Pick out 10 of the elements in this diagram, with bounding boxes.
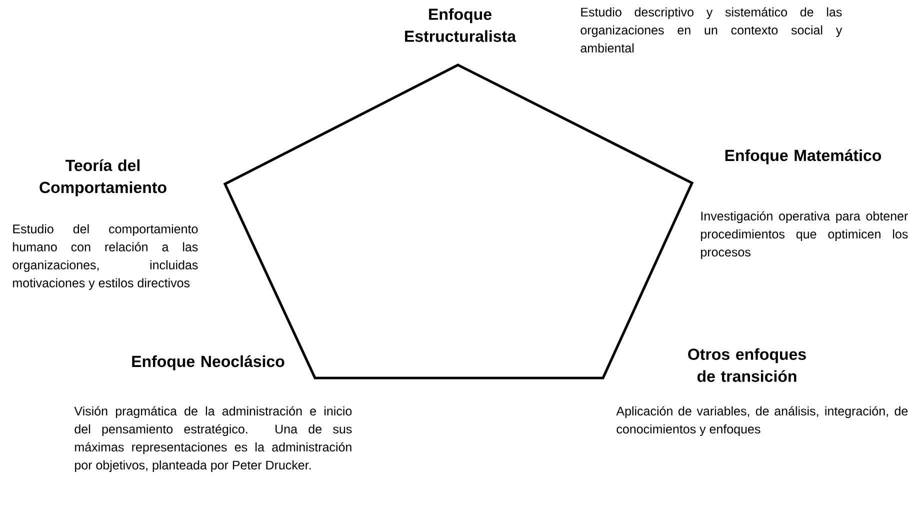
description-text: Estudio descriptivo y sistemático de las organizaciones en un contexto social y ambiental xyxy=(580,7,842,53)
approach-heading: Teoría del Comportamiento xyxy=(40,159,166,196)
approach-heading: Enfoque Matemático xyxy=(725,149,882,164)
description-text: Investigación operativa para obtener procedimientos que optimicen los procesos xyxy=(701,211,908,259)
approach-heading: Otros enfoques de transición xyxy=(688,348,806,382)
description-text: Aplicación de variables, de análisis, integración, de conocimientos y enfoques xyxy=(616,406,908,436)
approach-heading: Enfoque Neoclásico xyxy=(132,355,284,370)
description-text: Estudio del comportamiento humano con relación a las organizaciones, incluidas motivaciones y estilos directivos xyxy=(12,224,198,290)
description-text: Visión pragmática de la administración e inicio del pensamiento estratégico. Una de sus máximas representaciones es la administración por objetivos, planteada por Peter Drucker. xyxy=(74,406,352,472)
approach-heading: Enfoque Estructuralista xyxy=(405,8,516,42)
